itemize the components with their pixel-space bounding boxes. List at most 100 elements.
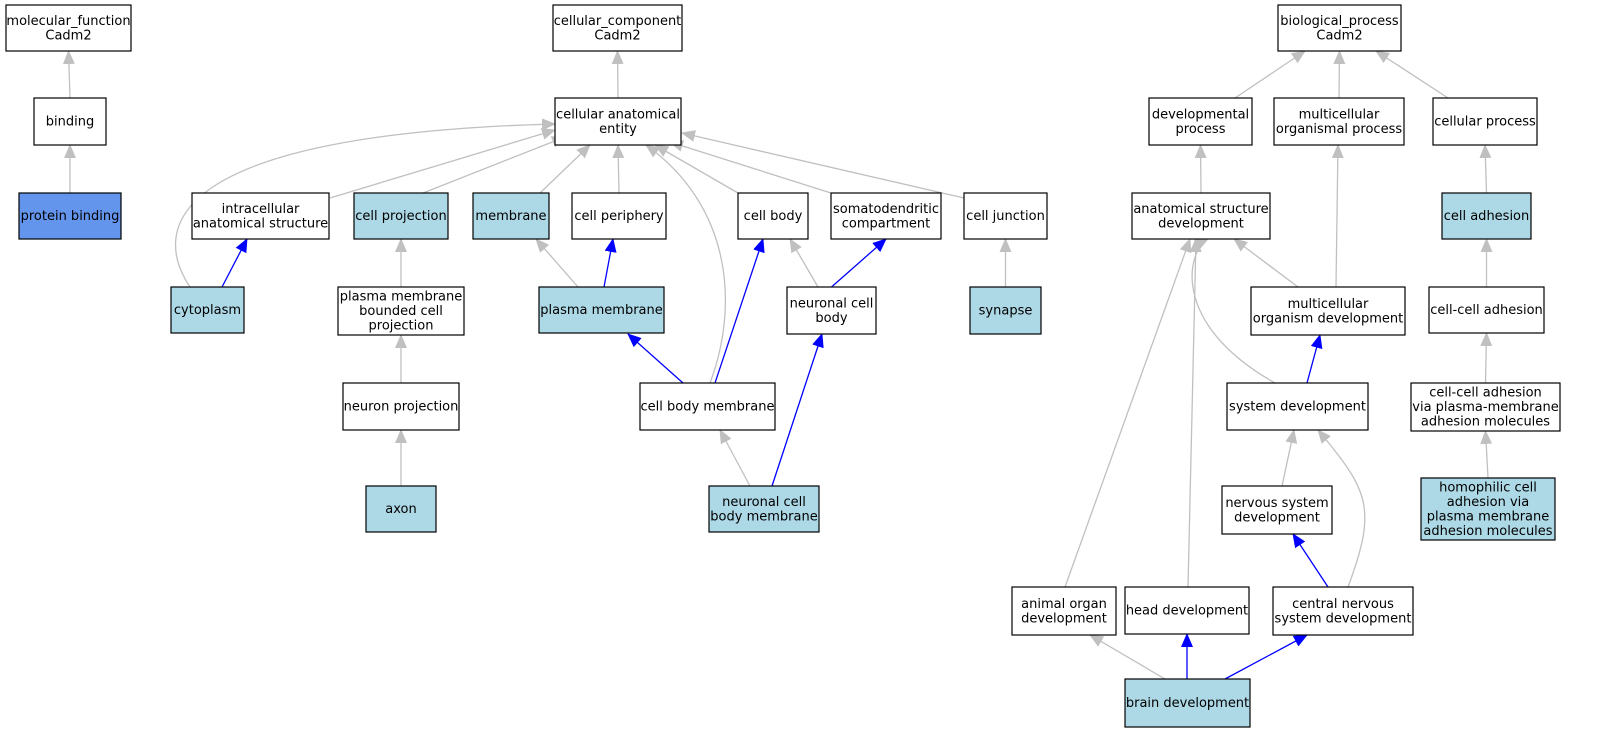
node-label-line: plasma membrane <box>1427 509 1550 524</box>
node-box <box>1221 485 1333 535</box>
node-box <box>1148 97 1253 146</box>
node-system-dev[interactable]: system development <box>1226 382 1369 431</box>
node-label-line: cellular_component <box>554 14 682 29</box>
edge-cns-dev-to-system-dev <box>1317 429 1366 588</box>
node-cell-adhesion[interactable]: cell adhesion <box>1441 192 1532 240</box>
node-box <box>1420 477 1556 541</box>
node-label-line: synapse <box>979 304 1033 319</box>
node-box <box>365 485 437 533</box>
edge-somatodendritic-to-cae <box>669 140 832 194</box>
node-box <box>554 97 682 146</box>
node-cell-periphery[interactable]: cell periphery <box>571 192 667 240</box>
edge-neuronal-cell-body-to-somatodendritic <box>831 238 887 288</box>
node-cell-junction[interactable]: cell junction <box>963 192 1048 240</box>
node-cc-adhesion[interactable]: cell-cell adhesion <box>1428 286 1545 334</box>
node-label-line: development <box>1234 510 1320 525</box>
node-box <box>1441 192 1532 240</box>
node-neuron-projection[interactable]: neuron projection <box>342 382 460 431</box>
node-label-line: membrane <box>475 209 546 224</box>
node-membrane[interactable]: membrane <box>472 192 550 240</box>
node-label-line: body membrane <box>710 509 817 524</box>
node-label-line: system development <box>1229 400 1366 415</box>
node-label-line: cell-cell adhesion <box>1430 303 1543 318</box>
node-box <box>1410 382 1561 432</box>
edge-binding-to-mf-root <box>62 50 75 99</box>
node-cytoplasm[interactable]: cytoplasm <box>170 286 245 334</box>
node-box <box>1124 586 1250 635</box>
node-box <box>18 192 122 240</box>
edge-cell-periphery-to-cae <box>612 144 625 194</box>
node-label-line: adhesion molecules <box>1423 524 1552 539</box>
node-axon[interactable]: axon <box>365 485 437 533</box>
edge-membrane-to-cae <box>539 144 591 194</box>
node-label-line: molecular_function <box>6 14 130 29</box>
node-box <box>33 97 107 146</box>
node-synapse[interactable]: synapse <box>969 286 1042 335</box>
node-cell-projection[interactable]: cell projection <box>353 192 449 240</box>
node-box <box>5 4 132 52</box>
node-label-line: cell body <box>744 209 803 224</box>
node-cell-body-membrane[interactable]: cell body membrane <box>639 382 776 431</box>
node-box <box>538 286 665 334</box>
edge-head-dev-to-asd <box>1187 238 1202 588</box>
edge-cell-junction-to-cae <box>681 130 965 199</box>
node-box <box>639 382 776 431</box>
node-label-line: developmental <box>1152 107 1249 122</box>
edge-ncb-membrane-to-neuronal-cell-body <box>771 333 824 487</box>
node-box <box>472 192 550 240</box>
node-label-line: nervous system <box>1225 496 1328 511</box>
node-label-line: homophilic cell <box>1439 480 1537 495</box>
node-brain-dev[interactable]: brain development <box>1124 678 1251 728</box>
node-label-line: organism development <box>1253 311 1403 326</box>
edge-intracellular-to-cae <box>329 128 556 199</box>
node-label-line: multicellular <box>1299 107 1380 122</box>
node-box <box>353 192 449 240</box>
node-head-dev[interactable]: head development <box>1124 586 1250 635</box>
node-box <box>342 382 460 431</box>
edge-dev-process-to-bp-root <box>1234 50 1306 99</box>
node-box <box>1428 286 1545 334</box>
edge-cell-projection-to-cae <box>422 136 566 194</box>
edge-cell-body-membrane-to-plasma-membrane <box>627 333 684 384</box>
edge-neuronal-cell-body-to-cell-body <box>789 238 819 288</box>
node-label-line: adhesion via <box>1447 495 1529 510</box>
node-cell-body[interactable]: cell body <box>737 192 809 240</box>
edge-ncb-membrane-to-cell-body-membrane <box>719 429 751 487</box>
node-box <box>1226 382 1369 431</box>
node-protein-binding[interactable]: protein binding <box>18 192 122 240</box>
edge-cae-to-cc-root <box>611 50 624 99</box>
node-label-line: anatomical structure <box>1133 202 1268 217</box>
node-label-line: biological_process <box>1280 14 1399 29</box>
node-plasma-membrane[interactable]: plasma membrane <box>538 286 665 334</box>
node-label-line: neuron projection <box>344 400 459 415</box>
node-label-line: cell adhesion <box>1444 209 1530 224</box>
node-box <box>963 192 1048 240</box>
edge-brain-dev-to-cns-dev <box>1224 634 1308 680</box>
node-binding[interactable]: binding <box>33 97 107 146</box>
node-label-line: head development <box>1126 604 1248 619</box>
node-cellular-process[interactable]: cellular process <box>1432 97 1538 146</box>
node-label-line: Cadm2 <box>594 28 640 43</box>
node-label-line: neuronal cell <box>722 495 806 510</box>
edge-cytoplasm-to-cae <box>174 118 556 288</box>
